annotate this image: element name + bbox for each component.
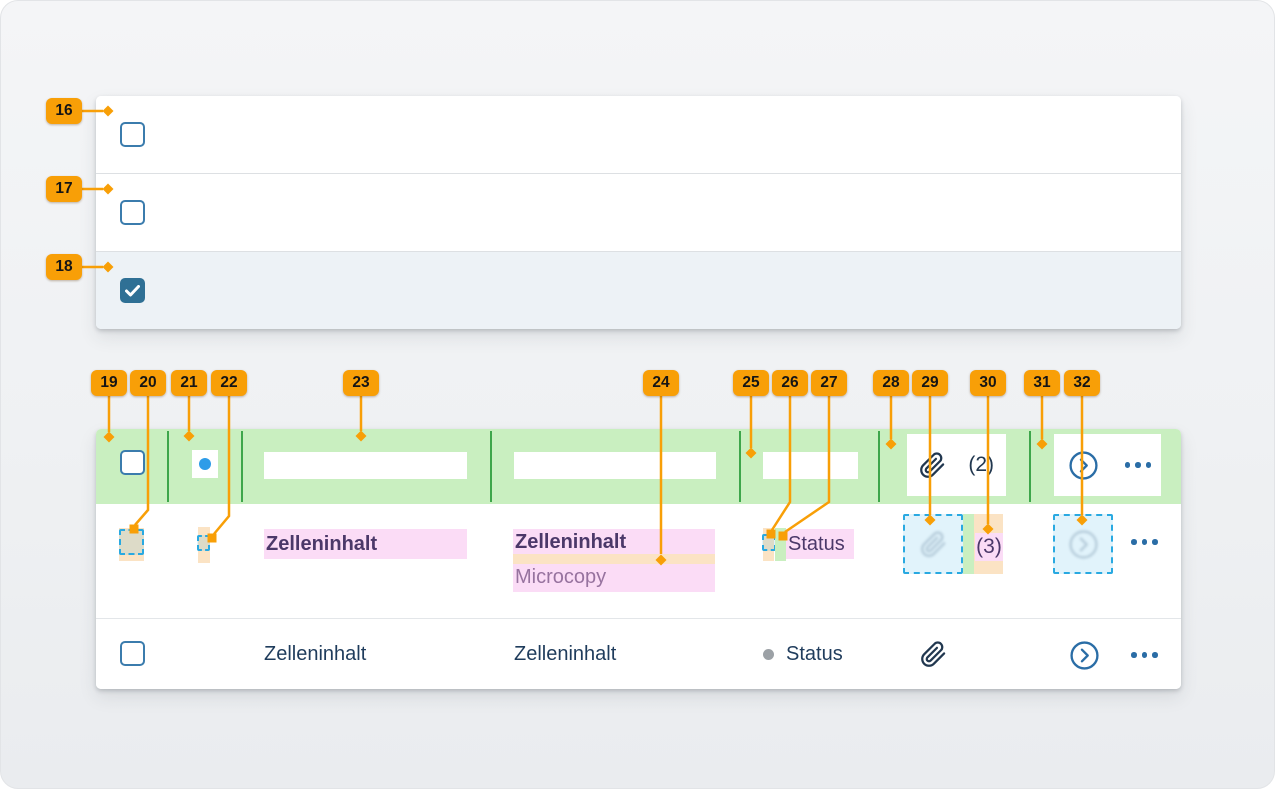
spacing-marker (119, 528, 144, 561)
annotation-badge-17: 17 (46, 176, 82, 202)
annotation-badge-29: 29 (912, 370, 948, 396)
paperclip-icon-ghost (920, 530, 945, 557)
cell-content: Zelleninhalt (264, 643, 367, 665)
paperclip-icon[interactable] (920, 641, 947, 668)
checkbox-unchecked[interactable] (120, 641, 145, 666)
gap-marker (963, 514, 974, 574)
status-dot-target (762, 534, 776, 551)
column-divider (490, 431, 492, 502)
annotation-badge-19: 19 (91, 370, 127, 396)
cell-content-highlight: Zelleninhalt (264, 529, 467, 559)
ellipsis-icon[interactable] (1124, 462, 1151, 468)
table-header-spec: (2) (96, 429, 1181, 504)
paperclip-icon[interactable] (919, 451, 946, 479)
checkmark-icon (125, 284, 140, 296)
detail-button-touch-target (1053, 514, 1113, 574)
annotation-badge-32: 32 (1064, 370, 1100, 396)
cell-title: Zelleninhalt (515, 531, 627, 553)
header-attachment-cell: (2) (907, 434, 1006, 496)
chevron-right-circle-icon[interactable] (1068, 450, 1099, 481)
ellipsis-icon[interactable] (1131, 539, 1158, 545)
status-label-highlight: Status (786, 529, 854, 559)
radio-indicator-cell (192, 450, 218, 478)
annotation-badge-28: 28 (873, 370, 909, 396)
annotation-badge-20: 20 (130, 370, 166, 396)
checkbox-checked[interactable] (120, 278, 145, 303)
table-row[interactable] (96, 173, 1181, 251)
checkbox-touch-target (119, 529, 144, 555)
header-checkbox[interactable] (120, 450, 145, 475)
header-actions-cell (1054, 434, 1161, 496)
annotation-badge-24: 24 (643, 370, 679, 396)
radio-touch-target (197, 535, 210, 551)
column-divider (1029, 431, 1031, 502)
table-row[interactable] (96, 96, 1181, 173)
cell-content: Zelleninhalt (514, 643, 617, 665)
gap-marker (775, 528, 786, 561)
annotation-badge-16: 16 (46, 98, 82, 124)
attachment-count: (2) (968, 453, 994, 476)
chevron-right-circle-icon[interactable] (1069, 640, 1100, 671)
column-divider (878, 431, 880, 502)
annotation-badge-18: 18 (46, 254, 82, 280)
status-dot-icon (763, 649, 774, 660)
table-row[interactable] (96, 618, 1181, 689)
annotation-badge-23: 23 (343, 370, 379, 396)
annotation-badge-25: 25 (733, 370, 769, 396)
column-divider (739, 431, 741, 502)
attachment-touch-target (903, 514, 963, 574)
spacing-marker (763, 528, 774, 561)
table-row-selected[interactable] (96, 251, 1181, 329)
annotation-badge-26: 26 (772, 370, 808, 396)
annotation-badge-21: 21 (171, 370, 207, 396)
annotation-badge-27: 27 (811, 370, 847, 396)
line-gap-marker (513, 554, 715, 564)
checkbox-unchecked[interactable] (120, 200, 145, 225)
chevron-right-circle-icon-ghost (1068, 529, 1098, 559)
attachment-count-highlight: (3) (975, 533, 1003, 561)
table-spec: (2) Zelleninhalt Zelleninhalt Microcopy (96, 429, 1181, 689)
header-placeholder-bar (763, 452, 858, 479)
annotation-badge-30: 30 (970, 370, 1006, 396)
status-label: Status (786, 643, 843, 665)
blue-dot-icon (199, 458, 211, 470)
annotation-badge-31: 31 (1024, 370, 1060, 396)
column-divider (241, 431, 243, 502)
cell-with-microcopy-highlight: Zelleninhalt Microcopy (513, 529, 715, 592)
microcopy-text: Microcopy (515, 566, 607, 588)
header-placeholder-bar (264, 452, 467, 479)
column-divider (167, 431, 169, 502)
checkbox-unchecked[interactable] (120, 122, 145, 147)
header-placeholder-bar (514, 452, 716, 479)
ellipsis-icon[interactable] (1131, 652, 1158, 658)
selection-states-table (96, 96, 1181, 329)
annotation-badge-22: 22 (211, 370, 247, 396)
